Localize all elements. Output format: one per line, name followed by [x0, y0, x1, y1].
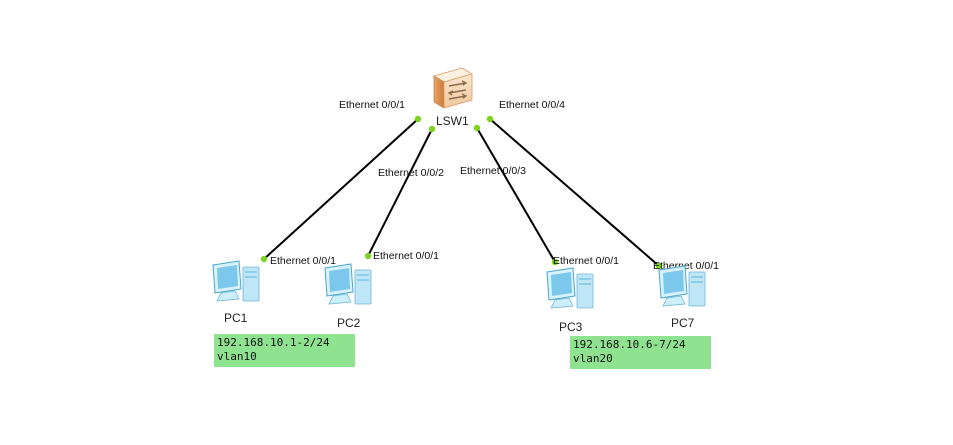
pc-port-label: Ethernet 0/0/1: [373, 250, 439, 262]
pc-node-pc3[interactable]: [543, 266, 597, 314]
pc-name: PC2: [337, 316, 361, 330]
pc-icon: [658, 265, 706, 307]
pc-icon: [546, 267, 594, 309]
port-dot: [486, 115, 494, 123]
pc-icon: [324, 263, 372, 305]
note-ip: 192.168.10.1-2/24: [217, 336, 330, 349]
vlan20-note[interactable]: 192.168.10.6-7/24 vlan20: [570, 336, 711, 369]
pc-port-label: Ethernet 0/0/1: [270, 255, 336, 267]
note-vlan: vlan20: [573, 352, 613, 365]
port-dot: [655, 262, 663, 270]
link-pc3-switch[interactable]: [476, 127, 556, 263]
vlan10-note[interactable]: 192.168.10.1-2/24 vlan10: [214, 334, 355, 367]
switch-port-label: Ethernet 0/0/2: [378, 167, 444, 179]
switch-lsw1[interactable]: [430, 66, 476, 110]
pc-port-label: Ethernet 0/0/1: [553, 255, 619, 267]
link-pc1-switch[interactable]: [263, 118, 419, 260]
switch-port-label: Ethernet 0/0/4: [499, 99, 565, 111]
port-dot: [260, 255, 268, 263]
pc-node-pc7[interactable]: [655, 264, 709, 312]
port-dot: [473, 124, 481, 132]
pc-name: PC7: [671, 316, 695, 330]
port-dot: [428, 125, 436, 133]
pc-node-pc2[interactable]: [321, 262, 375, 310]
port-dot: [364, 252, 372, 260]
switch-icon: [433, 67, 473, 109]
pc-name: PC3: [559, 320, 583, 334]
switch-port-label: Ethernet 0/0/3: [460, 165, 526, 177]
pc-name: PC1: [224, 311, 248, 325]
switch-name: LSW1: [436, 114, 469, 128]
link-pc2-switch[interactable]: [367, 128, 433, 257]
link-pc7-switch[interactable]: [489, 118, 660, 267]
pc-node-pc1[interactable]: [209, 259, 263, 307]
switch-port-label: Ethernet 0/0/1: [339, 99, 405, 111]
port-dot: [551, 258, 559, 266]
pc-icon: [212, 260, 260, 302]
note-vlan: vlan10: [217, 350, 257, 363]
port-dot: [414, 115, 422, 123]
note-ip: 192.168.10.6-7/24: [573, 338, 686, 351]
